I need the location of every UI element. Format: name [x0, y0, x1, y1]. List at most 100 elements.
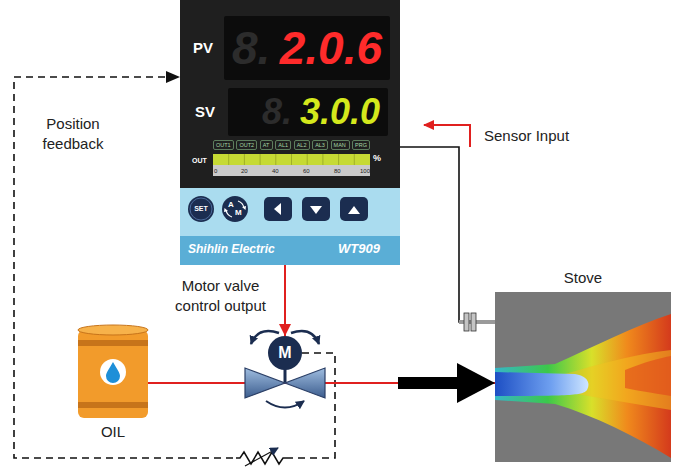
button-circle [222, 196, 248, 222]
bar-caption: OUT [192, 156, 207, 165]
display-value: 3.0.0 [300, 88, 380, 136]
display-value: 2.0.6 [280, 16, 382, 80]
bar-divider [244, 154, 245, 165]
scale-number: 40 [272, 166, 279, 176]
bar-divider [291, 154, 292, 165]
stove-background [495, 292, 671, 462]
status-indicator: OUT1 [213, 140, 234, 150]
valve-stem [284, 369, 287, 383]
arrow-key [340, 197, 368, 221]
arrow-key-symbol [348, 206, 360, 214]
barrel-lid [78, 325, 148, 335]
connector-group [14, 77, 495, 458]
motor-label: M [268, 336, 302, 370]
indicator-label: AL1 [278, 142, 288, 149]
bar-divider [322, 154, 323, 165]
stove-label: Stove [495, 269, 671, 287]
indicator-label: MAN [334, 142, 346, 149]
pv-display: PV 2.0.6 [186, 16, 390, 80]
barrel-band [78, 340, 148, 346]
switch-arrow-head [242, 206, 246, 210]
rotation-arrow [266, 401, 304, 408]
segment-display [228, 88, 388, 136]
motor-circle [268, 336, 302, 370]
stove-image: Stove [495, 266, 671, 462]
oil-drop-icon [106, 362, 120, 383]
auto-manual-button: AM [222, 196, 248, 222]
scale-number: 60 [303, 166, 310, 176]
display-caption: PV [186, 16, 220, 80]
indicator-label: OUT2 [239, 142, 254, 149]
oil-icon-ground [100, 359, 126, 385]
brand-band [180, 236, 400, 265]
model-name: WT909 [338, 242, 380, 255]
keypad-panel [180, 188, 400, 265]
flow-arrow-shaft [398, 377, 460, 389]
connector-label: Position feedback [28, 114, 118, 155]
barrel-body [78, 330, 148, 418]
connector-label: Motor valve control output [163, 276, 278, 317]
button-label: SET [188, 196, 214, 222]
scale-number: 80 [334, 166, 341, 176]
arrow-key-symbol [310, 206, 322, 214]
scale-number: 20 [241, 166, 248, 176]
output-bar [213, 154, 370, 165]
indicator-label: AL2 [297, 142, 307, 149]
display-caption: SV [186, 88, 224, 136]
probe-fitting [471, 313, 476, 331]
status-indicator: PRG [352, 140, 370, 150]
tank-label: OIL [78, 423, 148, 441]
segment-display [224, 16, 390, 80]
resistor-wiper [245, 448, 278, 466]
flame-core [495, 372, 589, 396]
bar-divider [354, 154, 355, 165]
controller-casing [180, 0, 400, 265]
valve-body [285, 368, 325, 398]
sensor-connector [400, 147, 495, 322]
resistor-ground [236, 449, 284, 467]
barrel-band [78, 402, 148, 408]
scale-strip [213, 165, 370, 176]
node-outline [495, 266, 671, 462]
bar-divider [338, 154, 339, 165]
status-indicator: AT [260, 140, 273, 150]
connector-label: Sensor Input [484, 126, 569, 146]
unlit-digit: 8. [232, 16, 270, 80]
button-circle [188, 196, 214, 222]
brand-name: Shihlin Electric [188, 243, 275, 255]
scale-number: 100 [360, 166, 370, 176]
status-indicator: AL1 [275, 140, 291, 150]
motor-symbol: M [268, 336, 302, 370]
unit-label: % [373, 153, 381, 163]
indicator-label: OUT1 [216, 142, 231, 149]
status-indicator: MAN [331, 140, 350, 150]
signal-arrow [424, 125, 470, 147]
arrow-key [302, 197, 330, 221]
unlit-digit: 8. [262, 88, 292, 136]
probe-fitting [464, 313, 469, 331]
temperature-controller: Shihlin ElectricWT909PV2.0.6SV3.0.0OUT1O… [180, 0, 400, 265]
bar-divider [228, 154, 229, 165]
status-indicator: OUT2 [236, 140, 257, 150]
button-label: A [228, 201, 234, 209]
status-indicator: AL2 [294, 140, 310, 150]
bar-divider [260, 154, 261, 165]
flame-hot-zone [625, 356, 671, 396]
arrow-key [264, 197, 292, 221]
arrow-key-symbol [274, 203, 281, 215]
status-indicator: AL3 [312, 140, 328, 150]
bar-divider [275, 154, 276, 165]
set-button: SET [188, 196, 214, 222]
flame-plume [495, 314, 671, 458]
resistor-symbol [236, 452, 286, 464]
indicator-label: AT [263, 142, 270, 149]
valve-body [245, 368, 285, 398]
bar-divider [307, 154, 308, 165]
button-label: M [235, 209, 242, 217]
scale-number: 0 [214, 166, 217, 176]
control-connector [284, 265, 286, 336]
indicator-label: AL3 [315, 142, 325, 149]
oil-barrel: OIL [78, 322, 148, 447]
indicator-label: PRG [355, 142, 367, 149]
